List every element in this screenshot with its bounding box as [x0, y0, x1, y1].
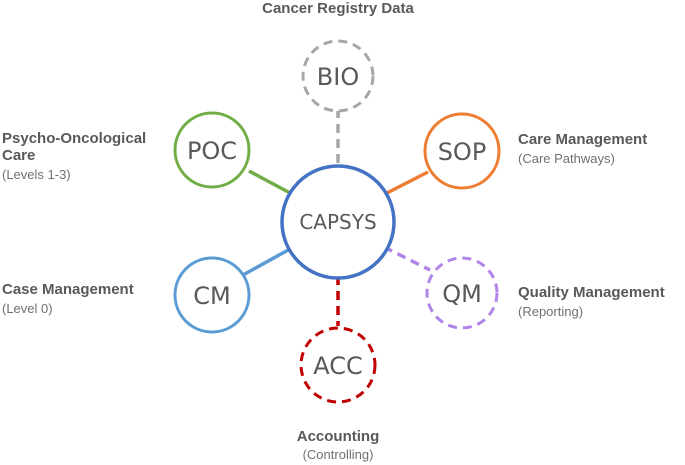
- annotation-cm-subtitle: (Level 0): [2, 301, 53, 316]
- annotation-sop-title: Care Management: [518, 131, 648, 148]
- annotation-acc: Accounting (Controlling): [238, 428, 438, 463]
- node-capsys-label: CAPSYS: [299, 210, 376, 234]
- annotation-poc-title-1: Psycho-Oncological: [2, 130, 147, 147]
- node-sop-label: SOP: [438, 138, 487, 166]
- node-sop: SOP: [423, 112, 501, 190]
- connector-qm: [383, 245, 431, 272]
- annotation-cm-title: Case Management: [2, 281, 134, 298]
- annotation-poc-subtitle: (Levels 1-3): [2, 167, 71, 182]
- connector-sop: [384, 170, 429, 196]
- node-acc-label: ACC: [313, 352, 363, 380]
- annotation-bio-title: Cancer Registry Data: [262, 0, 414, 17]
- node-cm: CM: [173, 256, 251, 334]
- node-qm: QM: [425, 256, 499, 330]
- node-poc: POC: [173, 111, 251, 189]
- connector-cm: [242, 247, 291, 277]
- node-qm-label: QM: [442, 280, 482, 308]
- node-bio: BIO: [301, 39, 375, 113]
- annotation-qm: Quality Management (Reporting): [518, 284, 665, 320]
- annotation-qm-title: Quality Management: [518, 284, 665, 301]
- annotation-bio: Cancer Registry Data: [200, 0, 476, 17]
- annotation-sop: Care Management (Care Pathways): [518, 131, 647, 167]
- annotation-qm-subtitle: (Reporting): [518, 304, 584, 319]
- node-capsys: CAPSYS: [280, 164, 396, 280]
- annotation-cm: Case Management (Level 0): [2, 281, 134, 317]
- node-acc: ACC: [299, 326, 377, 404]
- annotation-sop-subtitle: (Care Pathways): [518, 151, 615, 166]
- annotation-acc-title: Accounting: [296, 428, 380, 445]
- connector-poc: [248, 169, 293, 196]
- annotation-acc-subtitle: (Controlling): [302, 447, 374, 462]
- node-cm-label: CM: [193, 282, 230, 310]
- node-bio-label: BIO: [317, 63, 359, 91]
- node-poc-label: POC: [187, 137, 237, 165]
- annotation-poc: Psycho-Oncological Care (Levels 1-3): [2, 130, 146, 183]
- annotation-poc-title-2: Care: [2, 147, 36, 164]
